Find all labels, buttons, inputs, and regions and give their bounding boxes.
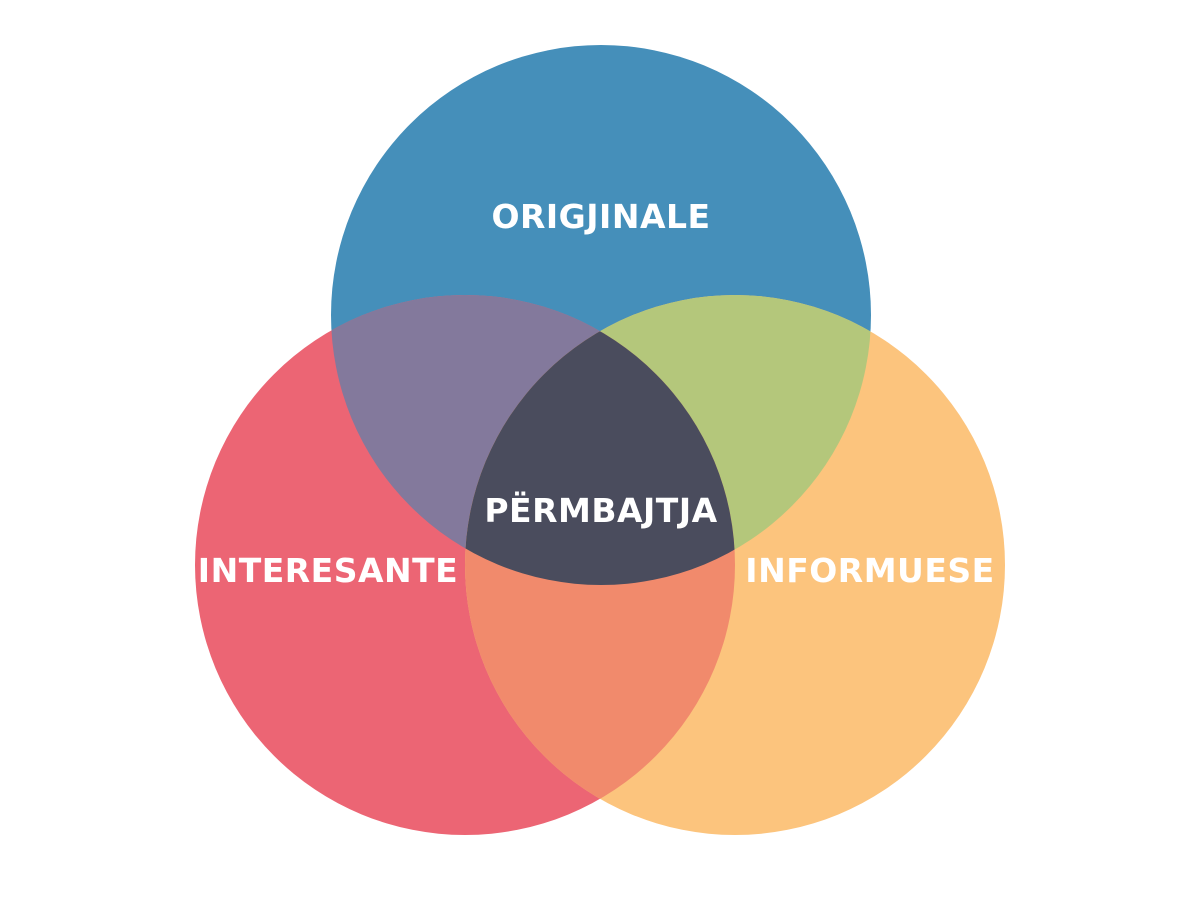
label-content: PËRMBAJTJA — [484, 490, 717, 530]
label-interesting: INTERESANTE — [198, 551, 458, 590]
label-informative: INFORMUESE — [745, 551, 994, 590]
label-originality: ORIGJINALE — [491, 197, 710, 236]
overlap-center — [465, 295, 735, 585]
